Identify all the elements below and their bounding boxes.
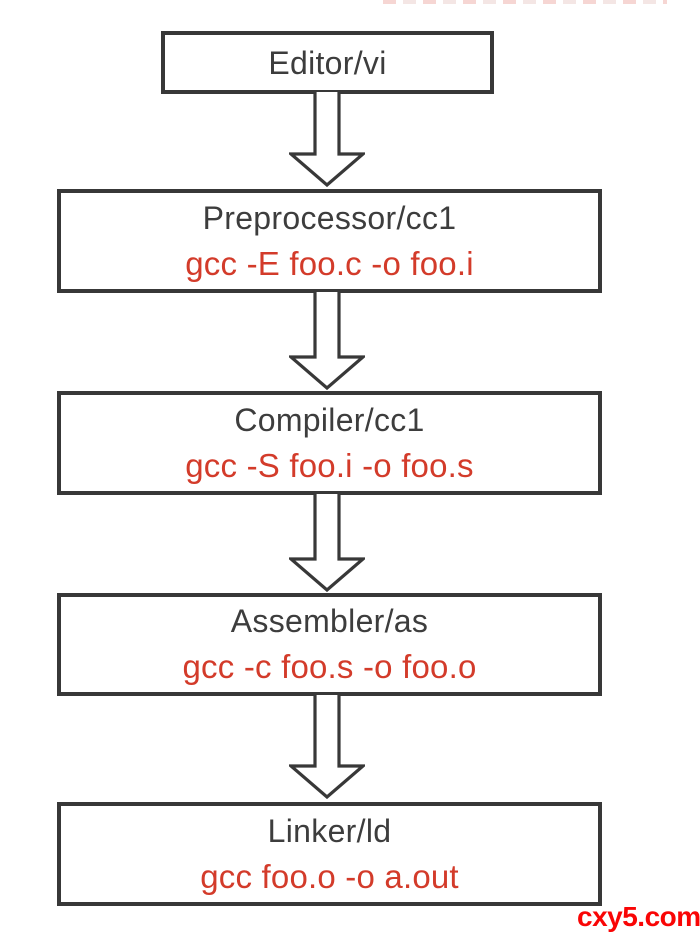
node-preprocessor: Preprocessor/cc1 gcc -E foo.c -o foo.i — [57, 189, 602, 293]
node-title: Linker/ld — [267, 812, 392, 849]
node-title: Assembler/as — [230, 603, 429, 639]
node-title: Preprocessor/cc1 — [202, 199, 457, 236]
node-command: gcc foo.o -o a.out — [200, 857, 459, 895]
site-watermark: cxy5.com — [577, 901, 700, 932]
node-title: Editor/vi — [268, 44, 387, 81]
node-compiler: Compiler/cc1 gcc -S foo.i -o foo.s — [57, 391, 602, 495]
node-title: Compiler/cc1 — [234, 401, 425, 438]
down-arrow-icon — [289, 92, 365, 187]
node-command: gcc -E foo.c -o foo.i — [185, 244, 474, 282]
node-command: gcc -S foo.i -o foo.s — [185, 446, 474, 484]
node-linker: Linker/ld gcc foo.o -o a.out — [57, 802, 602, 906]
down-arrow-icon — [289, 292, 365, 390]
cropped-top-text-remnant — [383, 0, 667, 4]
node-editor: Editor/vi — [161, 31, 494, 94]
down-arrow-icon — [289, 494, 365, 592]
node-command: gcc -c foo.s -o foo.o — [182, 648, 477, 685]
down-arrow-icon — [289, 695, 365, 799]
node-assembler: Assembler/as gcc -c foo.s -o foo.o — [57, 593, 602, 696]
